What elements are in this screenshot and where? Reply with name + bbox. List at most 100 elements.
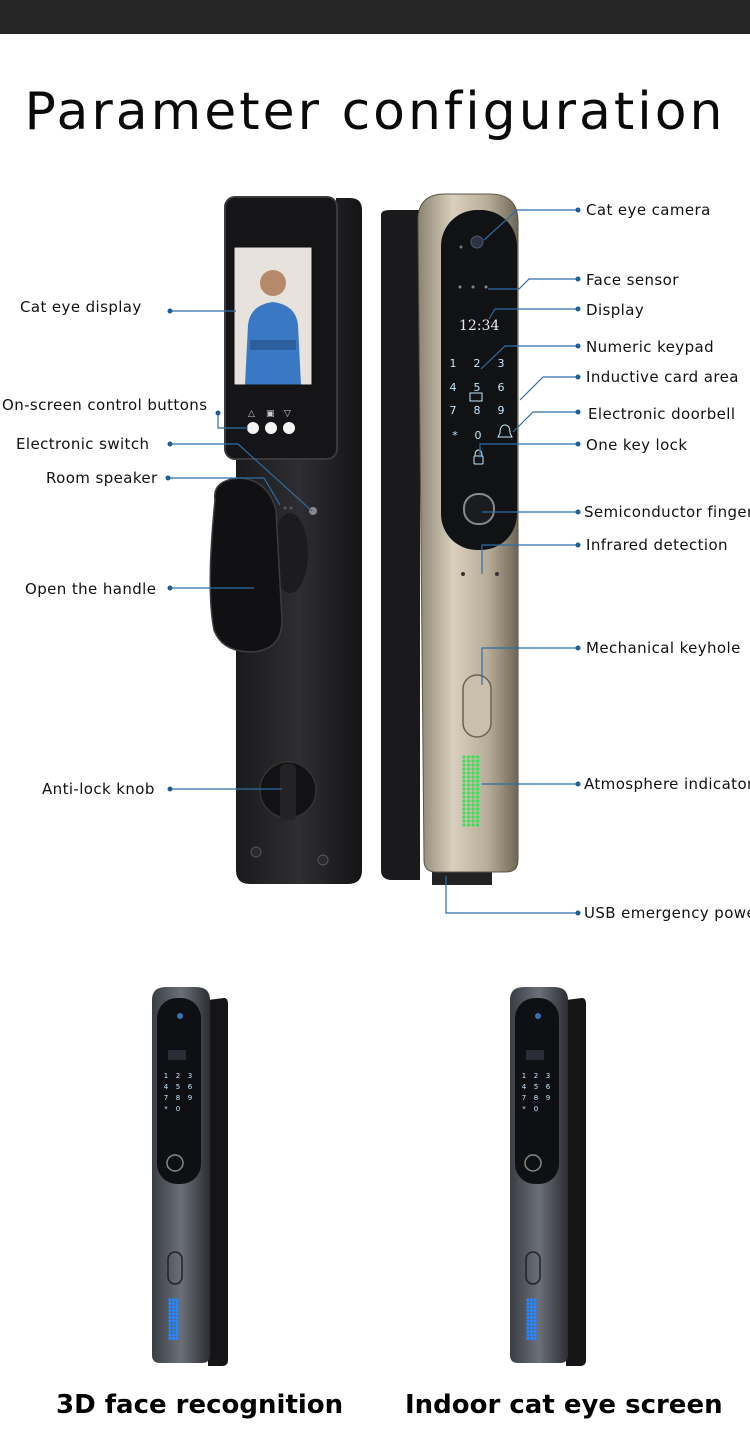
indicator-light <box>526 1336 530 1341</box>
keypad-key: 6 <box>188 1083 193 1091</box>
keypad-key: 9 <box>546 1094 550 1102</box>
indicator-light <box>471 815 475 819</box>
keypad-key: 7 <box>450 404 457 417</box>
keypad-key: 9 <box>498 404 505 417</box>
callout-lines <box>168 209 578 914</box>
keypad-key: 6 <box>498 381 505 394</box>
caption-indoor-screen: Indoor cat eye screen <box>405 1390 723 1420</box>
indicator-light <box>533 1298 537 1302</box>
indicator-light <box>466 775 471 779</box>
callout-dots <box>165 207 581 916</box>
indicator-light <box>462 819 466 823</box>
indicator-light <box>475 799 480 803</box>
label-electronic-doorbell: Electronic doorbell <box>588 405 736 423</box>
indicator-light <box>175 1301 179 1306</box>
indicator-light <box>462 787 466 791</box>
indicator-light <box>462 767 466 771</box>
keypad-key: 7 <box>522 1094 526 1102</box>
keypad-key: 0 <box>475 429 482 442</box>
keypad-key: 4 <box>164 1083 169 1091</box>
indicator-light <box>526 1298 530 1302</box>
indicator-light <box>171 1312 176 1316</box>
keypad-key: 3 <box>188 1072 192 1080</box>
indicator-light <box>533 1301 537 1306</box>
indicator-light <box>475 787 480 791</box>
indicator-light <box>533 1312 537 1316</box>
keypad-key: * <box>164 1105 168 1113</box>
indicator-light <box>466 763 471 767</box>
indicator-light <box>529 1315 534 1320</box>
indicator-light <box>471 823 475 827</box>
keypad-key: 3 <box>498 357 505 370</box>
indicator-light <box>171 1301 176 1306</box>
indicator-light <box>175 1336 179 1341</box>
keypad-key: 4 <box>522 1083 527 1091</box>
keypad-key: 6 <box>546 1083 551 1091</box>
indicator-light <box>533 1333 537 1337</box>
indicator-light <box>475 783 480 787</box>
keypad-key: 5 <box>474 381 481 394</box>
indicator-light <box>462 791 466 795</box>
indicator-light <box>466 823 471 827</box>
indicator-light <box>529 1312 534 1316</box>
label-anti-lock-knob: Anti-lock knob <box>42 780 155 798</box>
indicator-light <box>529 1298 534 1302</box>
indicator-light <box>471 819 475 823</box>
keypad-key: 1 <box>522 1072 526 1080</box>
keypad-key: 8 <box>176 1094 180 1102</box>
indicator-light <box>168 1305 172 1309</box>
indicator-light <box>175 1308 179 1313</box>
keypad-key: 3 <box>546 1072 550 1080</box>
indoor-lock: △ ▣ ▽ <box>209 196 362 884</box>
indicator-light <box>533 1319 537 1323</box>
indicator-light <box>466 787 471 791</box>
label-mechanical-keyhole: Mechanical keyhole <box>586 639 741 657</box>
indicator-light <box>475 807 480 811</box>
indicator-light <box>462 763 466 767</box>
indicator-light <box>175 1305 179 1309</box>
indicator-light <box>475 767 480 771</box>
page-title: Parameter configuration <box>24 82 726 142</box>
indicator-light <box>471 795 475 799</box>
svg-text:▽: ▽ <box>284 409 291 419</box>
svg-text:▣: ▣ <box>266 409 275 419</box>
label-infrared-detection: Infrared detection <box>586 536 728 554</box>
indicator-light <box>175 1312 179 1316</box>
indicator-light <box>171 1298 176 1302</box>
indicator-light <box>526 1305 530 1309</box>
indicator-light <box>533 1305 537 1309</box>
indicator-light <box>462 823 466 827</box>
indicator-light <box>168 1301 172 1306</box>
indicator-light <box>466 819 471 823</box>
indicator-light <box>466 783 471 787</box>
indicator-light <box>168 1336 172 1341</box>
indicator-light <box>168 1315 172 1320</box>
indicator-light <box>475 779 480 783</box>
indicator-light <box>462 771 466 775</box>
indicator-light <box>466 755 471 759</box>
atmosphere-indicator-lights <box>462 755 480 827</box>
indicator-light <box>462 815 466 819</box>
indicator-light <box>462 807 466 811</box>
indicator-light <box>466 803 471 807</box>
keypad-key: 1 <box>450 357 457 370</box>
indicator-light <box>171 1326 176 1330</box>
indicator-light <box>533 1329 537 1334</box>
indicator-light <box>471 791 475 795</box>
keypad-key: 8 <box>534 1094 538 1102</box>
indicator-light <box>529 1322 534 1327</box>
indicator-light <box>462 779 466 783</box>
indicator-light <box>475 803 480 807</box>
indicator-light <box>168 1308 172 1313</box>
indicator-light <box>471 767 475 771</box>
indicator-light <box>533 1326 537 1330</box>
indicator-light <box>471 803 475 807</box>
indicator-light <box>475 815 480 819</box>
indicator-light <box>471 787 475 791</box>
indicator-light <box>462 755 466 759</box>
indicator-light <box>171 1315 176 1320</box>
indicator-light <box>462 783 466 787</box>
keypad-key: 5 <box>534 1083 538 1091</box>
indicator-light <box>168 1298 172 1302</box>
indicator-light <box>526 1308 530 1313</box>
